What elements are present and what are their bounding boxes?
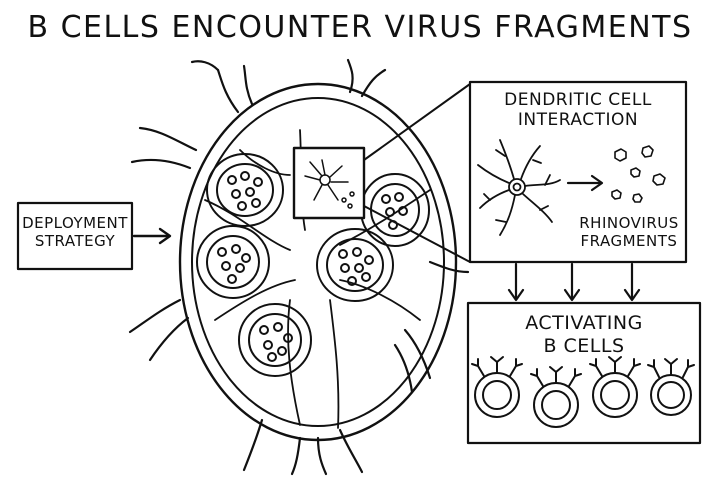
activating-b-cells-box (466, 301, 702, 445)
mini-dendritic-cell (304, 159, 355, 209)
vessel-branches (128, 58, 470, 476)
zoom-line-top (363, 83, 471, 161)
down-arrows (507, 262, 641, 302)
dendritic-interaction-box (468, 80, 688, 264)
follicle-5 (238, 303, 312, 377)
deployment-strategy-label: DEPLOYMENT STRATEGY (22, 214, 128, 250)
deployment-box (16, 201, 134, 271)
node-outer-wall (178, 82, 458, 442)
interaction-arrow (566, 174, 604, 192)
rhinovirus-fragments-icon (611, 145, 666, 203)
zoom-line-bottom (363, 205, 471, 263)
diagram-title: B CELLS ENCOUNTER VIRUS FRAGMENTS (27, 10, 693, 45)
rhinovirus-fragments-label: RHINOVIRUS FRAGMENTS (579, 214, 679, 250)
follicle-1 (206, 153, 284, 227)
dendritic-cell-interaction-label: DENDRITIC CELL INTERACTION (504, 90, 652, 131)
b-cell-1 (471, 356, 523, 418)
dendritic-cell-icon (477, 139, 561, 236)
follicle-2 (196, 225, 270, 299)
b-cell-3 (589, 356, 641, 418)
b-cell-2 (530, 366, 582, 428)
follicle-4 (316, 228, 394, 302)
activating-b-cells-label: ACTIVATING B CELLS (525, 312, 643, 357)
b-cell-4 (647, 358, 695, 416)
node-inner-wall (191, 97, 445, 427)
